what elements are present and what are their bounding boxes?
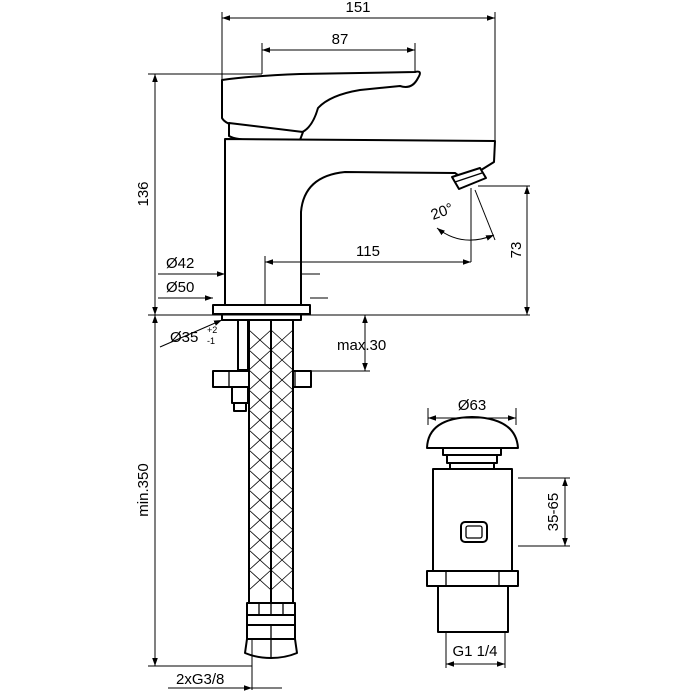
label-hole-tol-plus: +2 xyxy=(207,325,217,335)
waste-overflow xyxy=(460,521,488,543)
dimension-labels: 151 87 136 115 Ø42 Ø50 Ø35 +2 -1 max.30 … xyxy=(135,0,562,688)
rod-tip xyxy=(233,402,247,412)
label-handle-length: 87 xyxy=(332,31,349,48)
label-waste-range: 35-65 xyxy=(545,493,562,531)
label-deck-thickness: max.30 xyxy=(337,337,386,354)
label-base-diameter: Ø50 xyxy=(166,279,194,296)
waste-overflow-inner xyxy=(465,525,483,539)
label-base-diameter-top: Ø42 xyxy=(166,255,194,272)
waste-cap xyxy=(426,416,519,449)
rod-end xyxy=(231,386,249,404)
hose-right xyxy=(270,319,294,604)
waste-nut xyxy=(426,570,519,587)
handle-lever xyxy=(221,70,421,134)
label-hose-length: min.350 xyxy=(135,463,152,516)
aerator-line xyxy=(454,172,483,183)
aerator xyxy=(451,167,487,190)
waste-seal xyxy=(446,454,498,464)
label-total-width: 151 xyxy=(345,0,370,16)
mounting-base xyxy=(212,304,311,315)
dimension-lines xyxy=(152,15,568,691)
waste-valve-drawing xyxy=(426,416,519,633)
label-spout-angle: 20° xyxy=(429,200,456,224)
hose-left xyxy=(248,319,272,604)
label-spout-height: 73 xyxy=(508,242,525,259)
waste-collar xyxy=(442,447,502,456)
label-spout-reach: 115 xyxy=(356,243,380,260)
hose-connectors xyxy=(244,602,298,659)
label-hole-diameter: Ø35 xyxy=(170,329,198,346)
label-waste-thread: G1 1/4 xyxy=(452,643,497,660)
dim-35-leader xyxy=(159,319,223,348)
waste-thread-tail xyxy=(437,585,509,633)
dim-20deg-arc xyxy=(436,227,495,241)
waste-body xyxy=(432,468,513,572)
threaded-rod xyxy=(237,319,249,371)
label-waste-diameter: Ø63 xyxy=(458,397,486,414)
label-hose-connection: 2xG3/8 xyxy=(176,671,224,688)
label-total-height: 136 xyxy=(135,181,152,206)
label-hole-tol-minus: -1 xyxy=(207,336,215,346)
extension-lines xyxy=(148,12,570,690)
